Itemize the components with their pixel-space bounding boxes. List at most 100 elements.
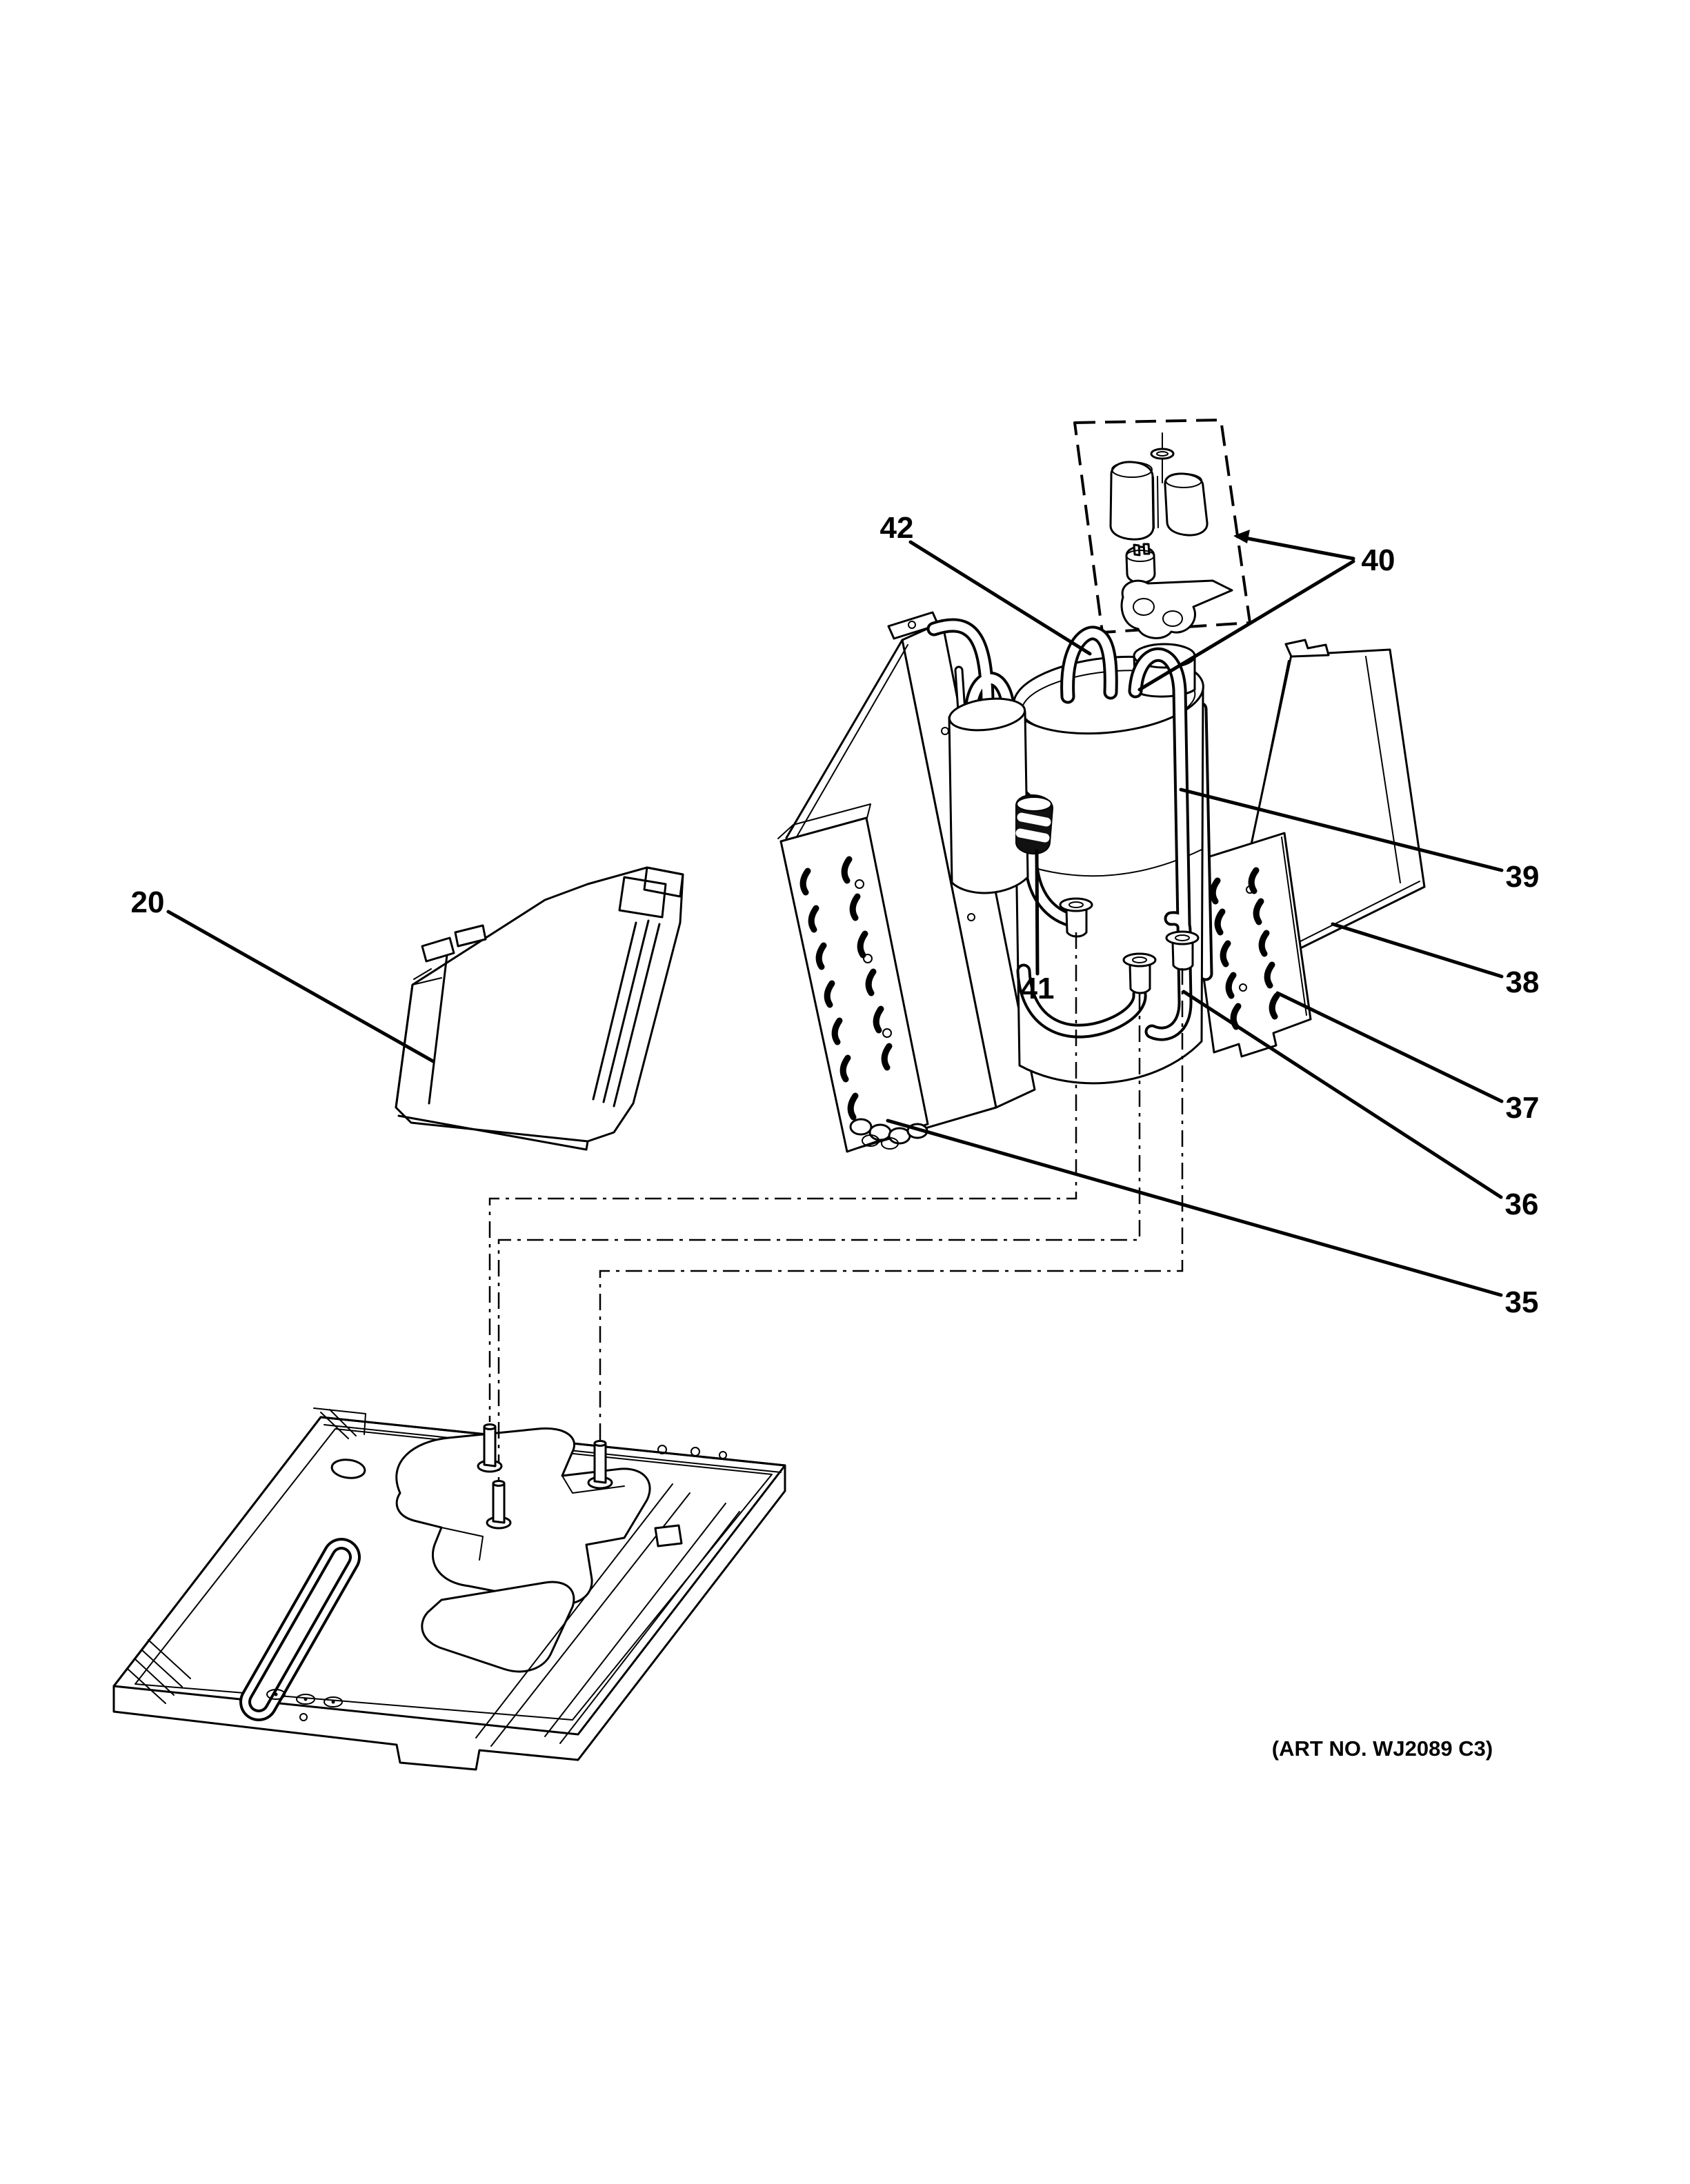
small-grommet-outer bbox=[1150, 448, 1175, 460]
stud-2 bbox=[587, 1440, 613, 1490]
sound-cover-right-top bbox=[1165, 473, 1202, 488]
leader-42 bbox=[908, 540, 1092, 656]
drain-hole bbox=[299, 1713, 308, 1721]
louver bbox=[1269, 992, 1280, 1020]
spacer-top bbox=[1126, 550, 1155, 562]
tray-end-cap bbox=[618, 866, 684, 919]
callout-35: 35 bbox=[1505, 1285, 1539, 1319]
sound-cover-left-top bbox=[1111, 461, 1153, 478]
spacer-pin-2 bbox=[1142, 543, 1151, 555]
callout-40: 40 bbox=[1362, 543, 1395, 577]
coil-bracket-screw bbox=[908, 621, 916, 629]
gasket-hole-2 bbox=[1162, 610, 1183, 627]
slot-inner-light bbox=[251, 1550, 349, 1710]
stud-tip bbox=[593, 1440, 607, 1447]
leader-40-lower bbox=[1137, 559, 1355, 692]
pan-slot bbox=[239, 1538, 361, 1721]
dimple-dot bbox=[304, 1697, 308, 1701]
projection-line-b bbox=[497, 993, 1141, 1480]
louver bbox=[1209, 877, 1221, 905]
compressor-platform-upper bbox=[395, 1427, 651, 1605]
louver bbox=[808, 905, 819, 933]
leader-40-arrowhead bbox=[1233, 530, 1250, 543]
grommet-b-body bbox=[1129, 963, 1151, 994]
hairpin-end bbox=[888, 1127, 911, 1145]
coil-hairpin-tube-ends bbox=[849, 1118, 928, 1150]
grommet-c bbox=[1165, 930, 1200, 971]
pan-rail-2 bbox=[544, 1503, 740, 1744]
dimple bbox=[296, 1694, 315, 1705]
compressor-platform-lower bbox=[421, 1581, 575, 1673]
drain-tray-part-20 bbox=[395, 866, 684, 1151]
grommet-c-hole bbox=[1175, 934, 1190, 941]
hairpin-end bbox=[849, 1118, 873, 1136]
louver bbox=[824, 980, 835, 1008]
louver bbox=[881, 1043, 893, 1071]
louver bbox=[849, 893, 861, 921]
muffler-part-41 bbox=[1015, 794, 1054, 855]
front-wall-dimples bbox=[266, 1689, 343, 1721]
leader-20 bbox=[166, 910, 435, 1063]
louver bbox=[873, 1005, 884, 1034]
callout-36: 36 bbox=[1505, 1188, 1539, 1221]
coil-face-screw-2 bbox=[967, 913, 975, 921]
accumulator-body bbox=[948, 710, 1029, 894]
grommet-a-body bbox=[1065, 908, 1088, 938]
north-corner-cap bbox=[313, 1407, 366, 1439]
grommet-c-flange bbox=[1165, 930, 1200, 945]
tray-lip-detail bbox=[412, 968, 442, 985]
callout-leaders bbox=[166, 530, 1504, 1297]
louver bbox=[1258, 930, 1270, 957]
bracket-hole bbox=[1239, 983, 1247, 992]
projection-lines bbox=[488, 932, 1184, 1480]
base-pan bbox=[112, 1407, 786, 1771]
dimple bbox=[266, 1689, 286, 1700]
louver bbox=[1264, 961, 1275, 989]
suction-u-tube-inner bbox=[1131, 650, 1190, 1039]
leader-38 bbox=[1331, 922, 1504, 979]
coil-end-plate bbox=[779, 817, 929, 1153]
callout-20: 20 bbox=[131, 885, 165, 919]
louver bbox=[831, 1017, 843, 1045]
stud-body bbox=[593, 1443, 607, 1484]
louver bbox=[1225, 972, 1237, 999]
louver bbox=[857, 930, 868, 959]
louver bbox=[839, 1054, 851, 1083]
mounting-kit-group-40 bbox=[1073, 419, 1251, 639]
hairpin-end bbox=[862, 1134, 879, 1147]
stud-body bbox=[492, 1483, 506, 1524]
accumulator bbox=[948, 697, 1029, 894]
grommet-b bbox=[1122, 952, 1157, 994]
tray-tab-1 bbox=[421, 936, 455, 963]
sound-cover bbox=[1109, 461, 1209, 541]
bracket-outline bbox=[1186, 832, 1312, 1058]
compressor-body bbox=[1013, 688, 1204, 1085]
art-number: (ART NO. WJ2089 C3) bbox=[1272, 1736, 1493, 1761]
pan-inner-rim bbox=[135, 1428, 773, 1721]
grommet-a-flange bbox=[1059, 897, 1093, 912]
tray-tab-2 bbox=[454, 924, 487, 948]
louver bbox=[799, 868, 811, 896]
grommet-b-hole bbox=[1132, 956, 1147, 963]
callout-39: 39 bbox=[1506, 860, 1540, 894]
end-plate-louvers bbox=[799, 856, 893, 1121]
leader-36 bbox=[1182, 990, 1503, 1199]
side-hole bbox=[690, 1447, 700, 1456]
louver bbox=[1214, 908, 1226, 936]
platform-step-lines bbox=[441, 1475, 625, 1561]
mount-gasket bbox=[1120, 579, 1233, 639]
mounting-studs bbox=[477, 1423, 613, 1530]
hairpin-end bbox=[881, 1137, 899, 1150]
stud-3 bbox=[486, 1480, 512, 1530]
bottom-tube-inner bbox=[1019, 966, 1144, 1036]
end-plate-lip bbox=[777, 803, 871, 839]
sound-cover-seam bbox=[1153, 476, 1159, 529]
callout-labels: 20 42 40 39 38 37 36 35 41 bbox=[131, 511, 1540, 1319]
end-plate-hole bbox=[863, 954, 873, 963]
stud-tip bbox=[492, 1480, 506, 1487]
coil-edge-line bbox=[793, 644, 908, 843]
muffler-top bbox=[1016, 797, 1052, 812]
leader-39 bbox=[1179, 788, 1504, 872]
